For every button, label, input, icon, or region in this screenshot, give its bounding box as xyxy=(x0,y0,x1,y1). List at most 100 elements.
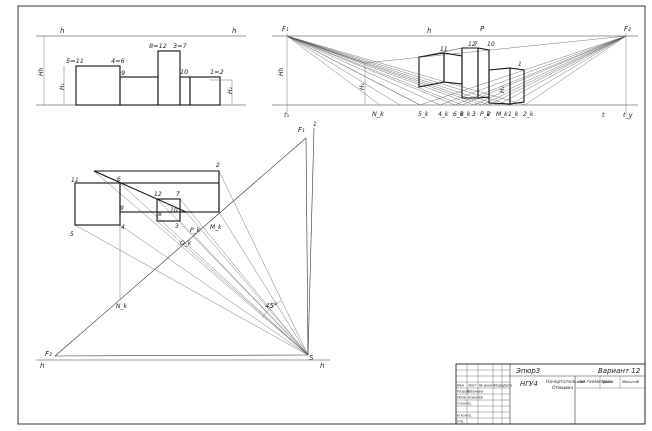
ray-f1-1 xyxy=(286,35,441,106)
label-7-top: 7 xyxy=(474,41,478,48)
plan-block-small xyxy=(156,198,181,222)
label-h-left-2: h xyxy=(232,27,236,35)
label-plan-5: 5 xyxy=(70,231,74,238)
tb-title-right: Вариант 12 xyxy=(598,367,641,375)
persp-box-right-side xyxy=(509,67,525,105)
label-f2-plan: F₂ xyxy=(45,350,52,358)
tb-subject: Начертательная геометрия xyxy=(546,379,612,385)
ray-f2-7 xyxy=(497,35,627,106)
tb-col-head-3: Масштаб xyxy=(622,380,640,384)
tb-org: НГУ4 xyxy=(520,380,538,388)
tb-col-head-2: Масса xyxy=(602,380,613,384)
label-4-6: 4=6 xyxy=(111,57,125,65)
persp-box-1-side xyxy=(443,52,463,85)
ray-f1-extra-2 xyxy=(286,35,421,106)
title-block: Эпюр3 Вариант 12 НГУ4 Начертательная гео… xyxy=(455,363,646,425)
plan-ray-5 xyxy=(179,220,309,356)
base-label-1: 4_k xyxy=(438,111,449,118)
label-plan-8: 8 xyxy=(158,211,162,218)
ray-f2-2 xyxy=(454,35,627,106)
label-h-right: h xyxy=(427,27,431,35)
plan-ray-8 xyxy=(185,211,309,356)
plan-rays xyxy=(74,170,309,356)
label-h-plan-2: h xyxy=(320,362,324,370)
label-f1-plan: F₁ xyxy=(298,126,305,134)
label-s: S xyxy=(309,354,314,362)
persp-box-1 xyxy=(418,52,445,88)
ray-f2-9 xyxy=(524,35,627,106)
tb-col-head-1: Лит. xyxy=(577,380,586,384)
plan-ray-4 xyxy=(179,198,309,356)
label-5-11: 5=11 xyxy=(66,57,84,65)
label-f2-top: F₂ xyxy=(624,25,631,33)
ray-f1-extra-0 xyxy=(286,35,381,106)
label-11-top: 11 xyxy=(440,46,448,53)
label-1-2: 1=2 xyxy=(210,68,224,76)
label-plan-7: 7 xyxy=(176,191,180,198)
tb-role-1: Разраб. xyxy=(457,390,470,394)
label-f1-top: F₁ xyxy=(282,25,289,33)
tb-role-3: Т.контр. xyxy=(457,402,472,406)
ray-f1-7 xyxy=(286,35,499,106)
label-t1: t₁ xyxy=(284,111,290,119)
label-nk-plan: N_k xyxy=(116,303,127,310)
tb-row-label-2: Лист xyxy=(467,384,478,388)
plan-view: h h 45° F₁ F₂ S 1 2 3 4 5 6 7 8 9 10 11 … xyxy=(36,121,330,370)
label-h2-left: H₂ xyxy=(227,86,234,94)
tb-name-2: Ковалёв xyxy=(468,396,483,400)
label-plan-10: 10 xyxy=(170,207,178,214)
base-label-4: 3 xyxy=(472,111,476,118)
label-ty: t_y xyxy=(623,111,633,119)
label-plan-2: 2 xyxy=(216,162,220,169)
ray-f2-1 xyxy=(439,35,627,106)
label-3-7: 3=7 xyxy=(173,42,188,50)
base-label-9: 2_k xyxy=(523,111,534,118)
base-label-7: M_k xyxy=(496,111,508,118)
tb-role-2: Пров. xyxy=(457,396,467,400)
label-1-top: 1 xyxy=(518,61,522,68)
angle-arc xyxy=(261,300,282,319)
label-ok-plan: O_k xyxy=(180,240,192,247)
tb-row-label-4: Подп. xyxy=(494,384,504,388)
base-label-5: P_k xyxy=(480,111,491,118)
plan-ray-2 xyxy=(119,182,309,356)
tb-role-4: Н.контр. xyxy=(457,414,472,418)
plan-block-large xyxy=(74,182,121,226)
label-plan-6: 6 xyxy=(117,176,121,183)
ray-f1-h1 xyxy=(286,35,366,64)
ray-f2-0 xyxy=(419,35,627,106)
block-large xyxy=(75,65,121,106)
label-plan-12: 12 xyxy=(154,191,162,198)
label-hh-left: Hh xyxy=(38,67,45,76)
label-10: 10 xyxy=(180,68,188,76)
label-pk-plan: P_k xyxy=(190,227,201,234)
label-h1-right: H₁ xyxy=(359,82,366,90)
plan-ray-1 xyxy=(93,170,309,356)
label-angle: 45° xyxy=(265,302,277,310)
label-plan-9: 9 xyxy=(120,205,124,212)
base-label-3: 8_k xyxy=(460,111,471,118)
sheet-frame xyxy=(17,5,646,425)
plan-ray-7 xyxy=(218,211,309,356)
ray-f1-s xyxy=(305,137,309,356)
label-plan-11: 11 xyxy=(71,177,79,184)
tb-row-label-5: Дата xyxy=(502,384,512,388)
ray-f1-3 xyxy=(286,35,463,106)
base-label-2: 6_k xyxy=(453,111,464,118)
label-hh-right: Hh xyxy=(278,67,285,76)
tb-name-1: Иванова xyxy=(468,390,483,394)
plan-ray-3 xyxy=(156,198,309,356)
ray-f2-5 xyxy=(481,35,627,106)
perspective-rays xyxy=(286,35,627,106)
ray-f2-4 xyxy=(473,35,627,106)
ray-f2-8 xyxy=(509,35,627,106)
tb-subject-2: Отмывка xyxy=(552,385,573,391)
plan-ray-6 xyxy=(218,170,309,356)
label-plan-3: 3 xyxy=(175,223,179,230)
ray-f2-s xyxy=(54,354,309,357)
elevation-view: h h Hh H₁ H₂ 5=11 4=6 8=12 3=7 9 10 1=2 xyxy=(36,27,246,106)
persp-top-edge xyxy=(418,47,463,58)
